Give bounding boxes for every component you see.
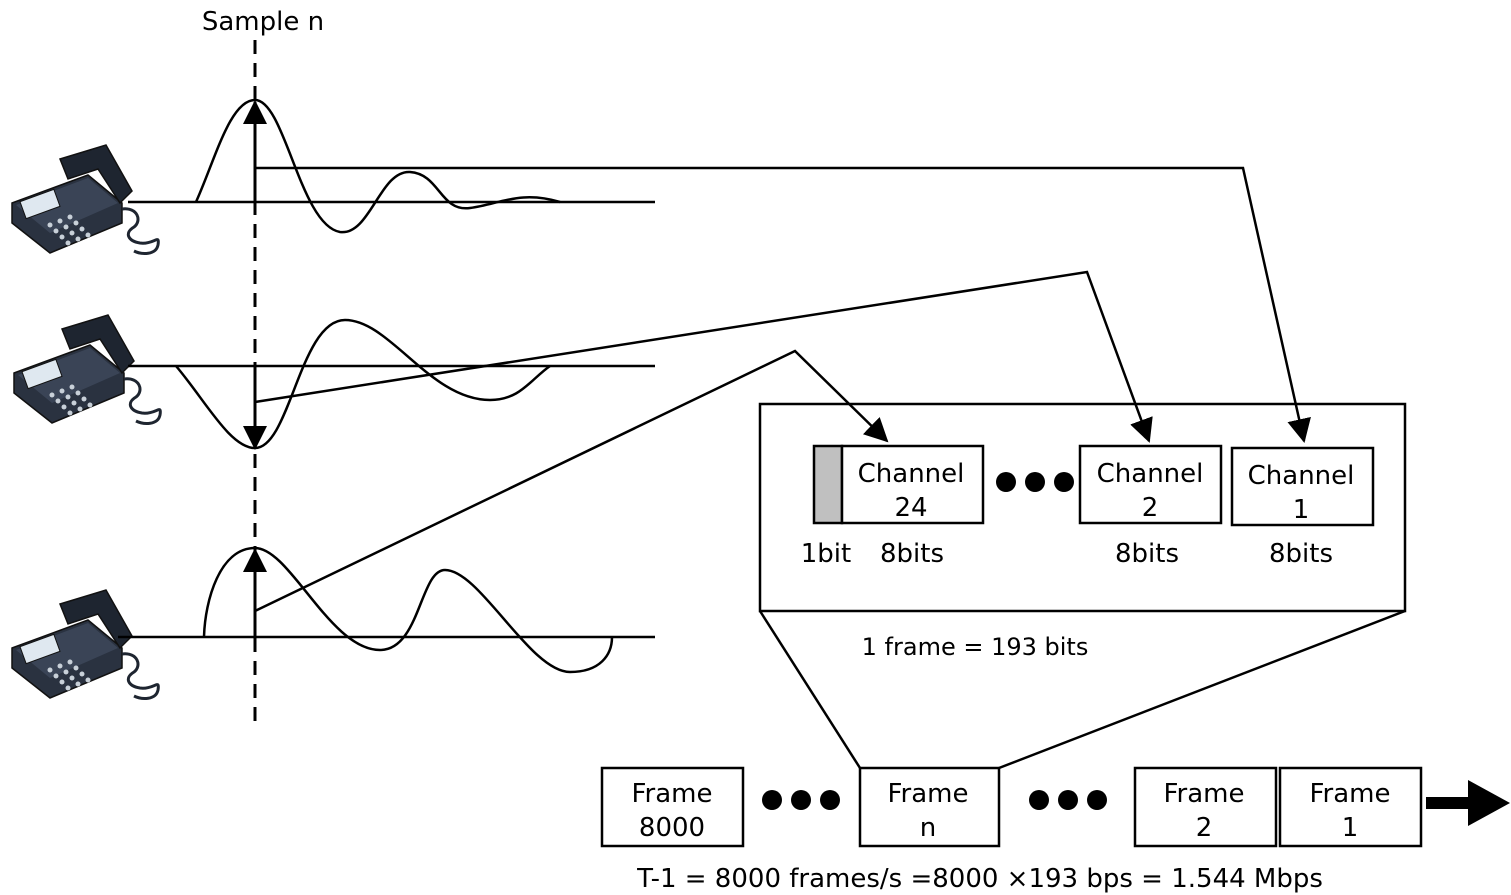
route-channel-1 xyxy=(255,166,1311,443)
zoom-line-right xyxy=(998,609,1406,770)
channel-24-size: 8bits xyxy=(880,539,944,569)
frame-n-box xyxy=(858,766,1001,848)
channel-24-label: Channel xyxy=(858,459,965,489)
frame-8000-number: 8000 xyxy=(639,813,705,843)
frame-2-label: Frame xyxy=(1163,779,1244,809)
telephone-icon xyxy=(10,143,160,255)
frame-2-number: 2 xyxy=(1196,813,1213,843)
channel-1-number: 1 xyxy=(1293,495,1310,525)
route-channel-24 xyxy=(254,349,889,613)
telephone-icon xyxy=(10,588,160,700)
frame-n-label: Frame xyxy=(887,779,968,809)
channel-2-label: Channel xyxy=(1097,459,1204,489)
frame-1-label: Frame xyxy=(1309,779,1390,809)
waveform-1 xyxy=(194,98,561,234)
framing-bit-size: 1bit xyxy=(801,539,851,569)
channel-2-box xyxy=(1078,444,1223,525)
ellipsis-dots xyxy=(1029,790,1107,810)
output-arrow xyxy=(1426,780,1510,826)
frame-8000-box xyxy=(600,766,745,848)
zoom-line-left xyxy=(758,610,862,769)
sample-label: Sample n xyxy=(202,7,324,37)
frame-size-label: 1 frame = 193 bits xyxy=(862,633,1089,661)
channel-2-number: 2 xyxy=(1142,493,1159,523)
framing-bit xyxy=(812,444,844,525)
frame-1-box xyxy=(1278,766,1423,848)
frame-n-number: n xyxy=(920,813,936,843)
channel-1-size: 8bits xyxy=(1269,539,1333,569)
telephone-icon xyxy=(12,313,162,425)
ellipsis-dots xyxy=(996,472,1074,492)
frame-1-number: 1 xyxy=(1342,813,1359,843)
rate-label: T-1 = 8000 frames/s =8000 ×193 bps = 1.5… xyxy=(636,864,1323,894)
frame-2-box xyxy=(1133,766,1278,848)
ellipsis-dots xyxy=(762,790,840,810)
channel-24-box xyxy=(840,444,985,525)
route-channel-2 xyxy=(254,270,1153,443)
channel-2-size: 8bits xyxy=(1115,539,1179,569)
channel-24-number: 24 xyxy=(894,493,927,523)
frame-8000-label: Frame xyxy=(631,779,712,809)
waveform-2 xyxy=(175,318,551,450)
waveform-3 xyxy=(202,546,614,674)
channel-1-label: Channel xyxy=(1248,461,1355,491)
channel-1-box xyxy=(1230,446,1375,527)
